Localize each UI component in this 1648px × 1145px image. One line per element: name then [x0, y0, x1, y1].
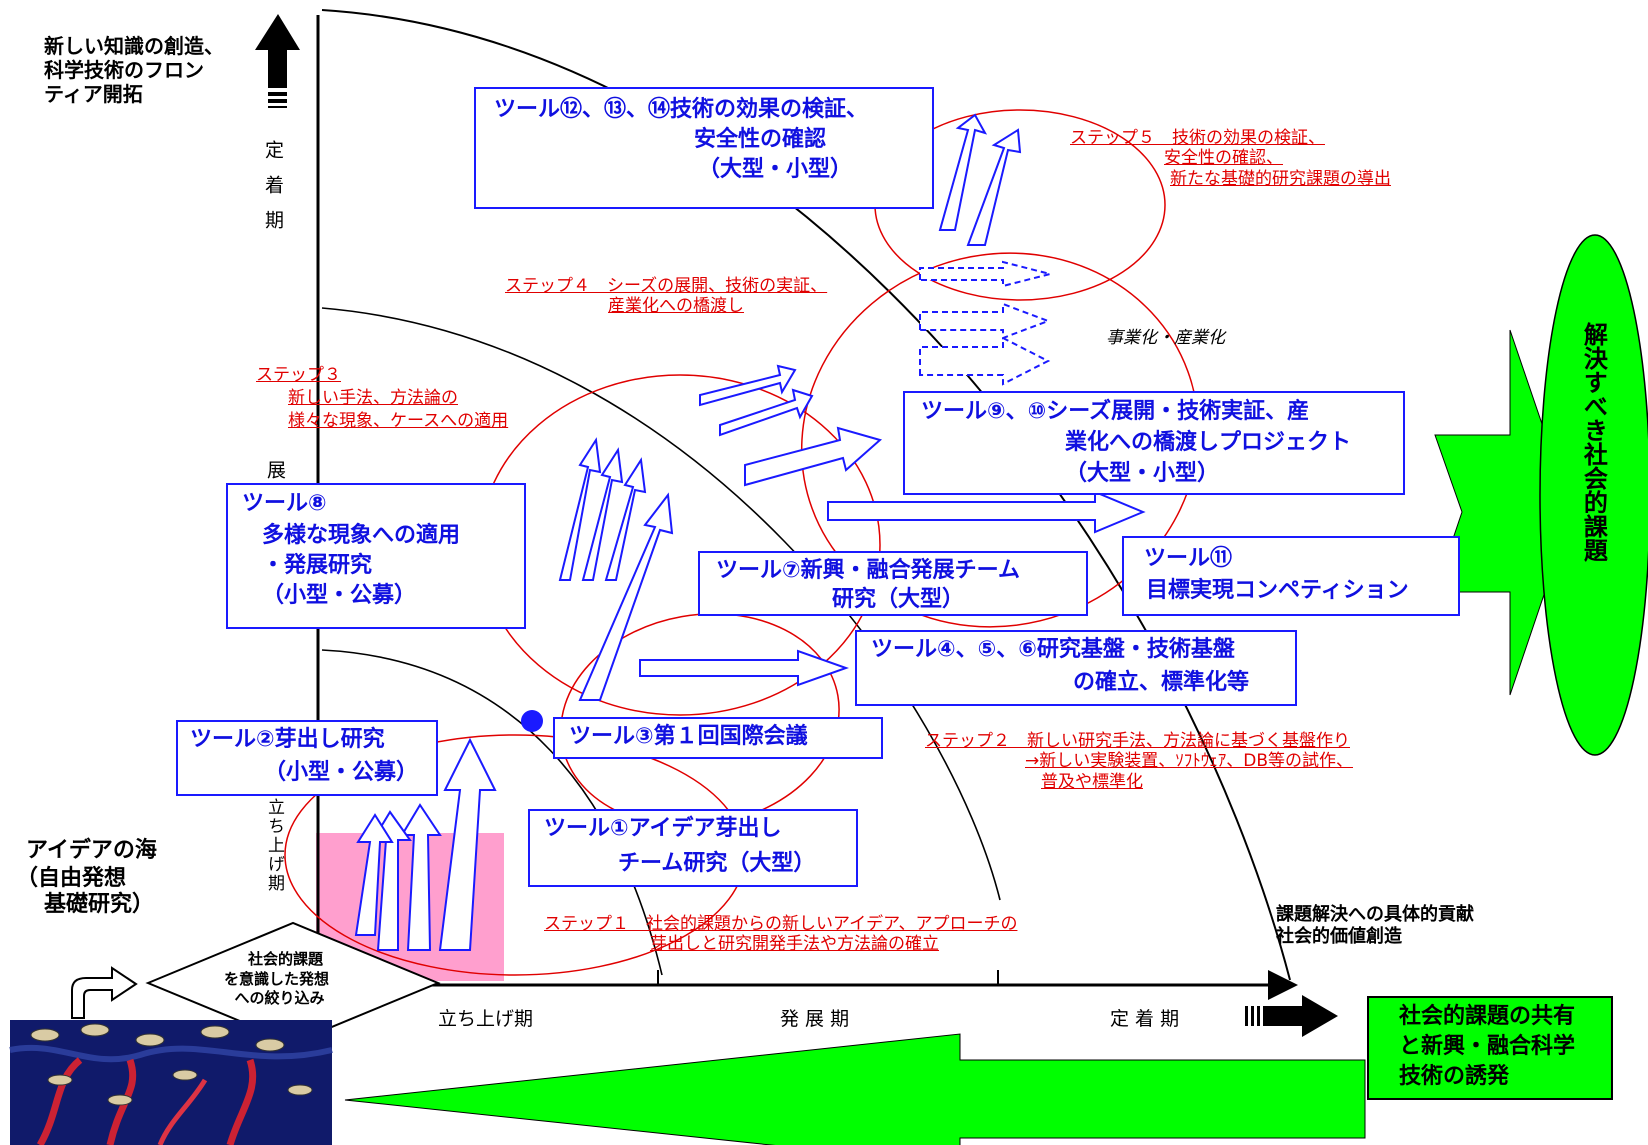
tool-3-box: ツール③第１回国際会議: [553, 717, 883, 759]
y-stage-settle: 定着期: [262, 140, 284, 245]
dashed-arrows: [919, 260, 1051, 386]
x-stage-settle: 定 着 期: [1110, 1008, 1180, 1030]
y-axis-goal-label: 新しい知識の創造、 科学技術のフロン ティア開拓: [44, 34, 224, 106]
idea-sea-subtitle: （自由発想 基礎研究）: [16, 866, 155, 918]
idea-sea-image: [9, 1020, 333, 1145]
right-black-arrow-icon: [1245, 995, 1338, 1037]
focus-diamond-label: 社会的課題 を意識した発想 への絞り込み: [224, 950, 330, 1007]
feedback-arrow-shape: [344, 1033, 1366, 1145]
industrialization-label: 事業化・産業化: [1106, 328, 1225, 348]
curved-arrow-icon: [71, 966, 138, 1019]
tool-1-box: ツール①アイデア芽出し チーム研究（大型）: [528, 809, 858, 887]
goal-label: 解決すべき社会的課題: [1579, 322, 1608, 562]
goal-ellipse: [1539, 234, 1648, 756]
step-4-text: ステップ４ シーズの展開、技術の実証、 産業化への橋渡し: [505, 276, 828, 317]
step-2-text: ステップ２ 新しい研究手法、方法論に基づく基盤作り →新しい実験装置、ｿﾌﾄｳｪ…: [925, 731, 1353, 792]
step-5-text: ステップ５ 技術の効果の検証、 安全性の確認、 新たな基礎的研究課題の導出: [1070, 128, 1391, 189]
progress-arrows: [354, 113, 1146, 951]
step-1-text: ステップ１ 社会的課題からの新しいアイデア、アプローチの 芽出しと研究開発手法や…: [544, 914, 1018, 955]
tool-9-10-box: ツール⑨、⑩シーズ展開・技術実証、産 業化への橋渡しプロジェクト （大型・小型）: [903, 391, 1405, 495]
up-black-arrow-icon: [255, 14, 300, 108]
tool-2-box: ツール②芽出し研究 （小型・公募）: [176, 720, 438, 796]
tool-11-box: ツール⑪ 目標実現コンペティション: [1122, 536, 1460, 616]
x-stage-develop: 発 展 期: [780, 1008, 850, 1030]
bottom-goal-box: 社会的課題の共有 と新興・融合科学 技術の誘発: [1367, 996, 1613, 1100]
tool-8-box: ツール⑧ 多様な現象への適用 ・発展研究 （小型・公募）: [226, 483, 526, 629]
milestone-dot: [521, 710, 543, 732]
step-3-text: ステップ３ 新しい手法、方法論の 様々な現象、ケースへの適用: [256, 365, 509, 431]
tool-7-box: ツール⑦新興・融合発展チーム 研究（大型）: [698, 551, 1088, 616]
y-stage-develop: 展: [264, 460, 286, 479]
develop-arc: [321, 307, 1001, 901]
tool-12-13-14-box: ツール⑫、⑬、⑭技術の効果の検証、 安全性の確認 （大型・小型）: [474, 87, 934, 209]
tool-4-5-6-box: ツール④、⑤、⑥研究基盤・技術基盤 の確立、標準化等: [855, 630, 1297, 706]
x-axis-end-label: 課題解決への具体的貢献 社会的価値創造: [1276, 904, 1474, 947]
launch-arc: [321, 649, 663, 976]
idea-sea-title: アイデアの海: [26, 838, 157, 863]
y-stage-launch: 立ち上げ期: [264, 798, 284, 893]
x-stage-launch: 立ち上げ期: [438, 1008, 534, 1030]
